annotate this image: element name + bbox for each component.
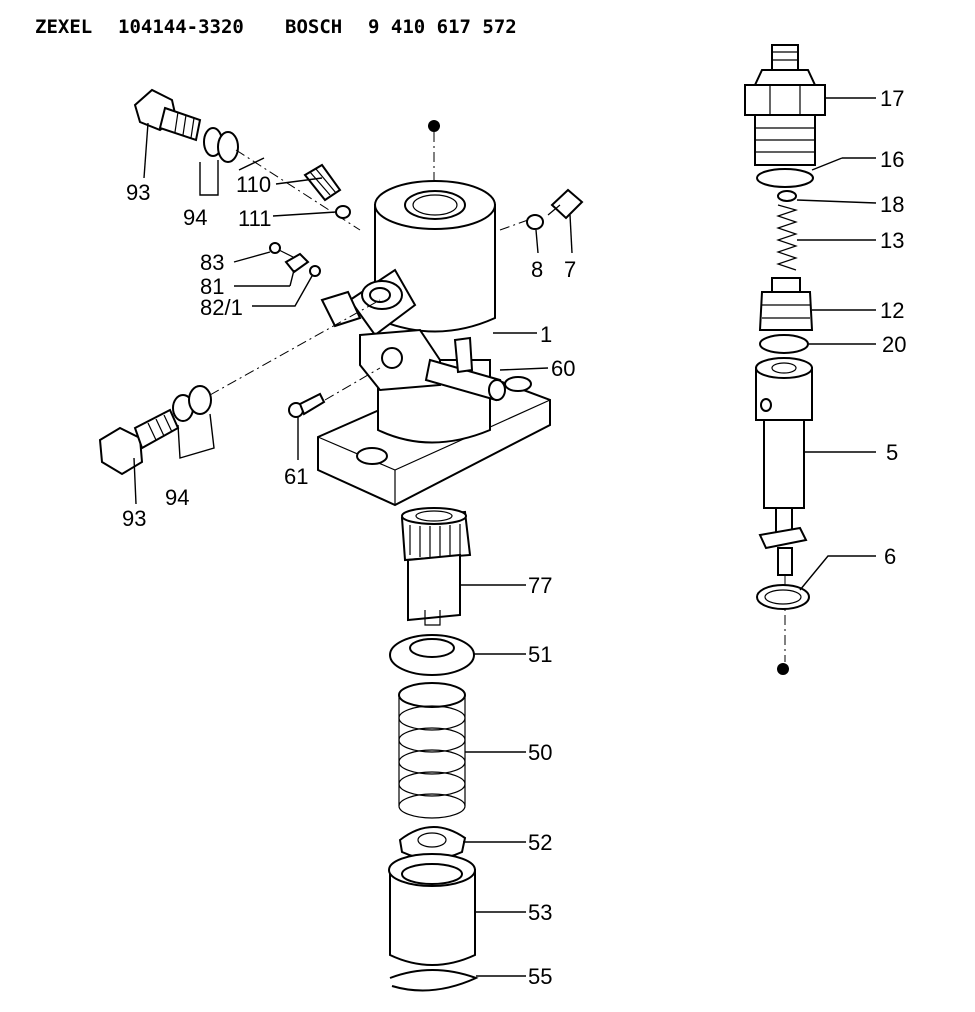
- stopper-18: [777, 190, 797, 202]
- screw-61: [288, 392, 326, 418]
- pump-body: [317, 180, 551, 507]
- callout-16: 16: [880, 147, 904, 172]
- washer-94-upper-b: [217, 131, 239, 163]
- header-part-number-zexel: 104144-3320: [118, 16, 244, 38]
- callout-111: 111: [238, 206, 271, 231]
- axis-marker-dot: [428, 120, 440, 132]
- callout-77: 77: [528, 573, 552, 598]
- callout-13: 13: [880, 228, 904, 253]
- spring-seat-51: [389, 634, 475, 676]
- callout-51: 51: [528, 642, 552, 667]
- snap-ring-55: [389, 969, 479, 992]
- callout-93-upper: 93: [126, 180, 150, 205]
- o-ring-20: [759, 334, 809, 354]
- banjo-bolt-93-upper: [133, 88, 202, 142]
- banjo-bolt-93-lower: [98, 408, 180, 476]
- callout-17: 17: [880, 86, 904, 111]
- callout-93-lower: 93: [122, 506, 146, 531]
- callout-6: 6: [884, 544, 896, 569]
- plunger-barrel-5: [755, 357, 813, 576]
- washer-6: [756, 584, 810, 610]
- gasket-16: [756, 168, 814, 188]
- leader-lines: [133, 97, 877, 977]
- callout-20: 20: [882, 332, 906, 357]
- header-part-number-bosch: 9 410 617 572: [368, 16, 517, 38]
- callout-7: 7: [564, 257, 576, 282]
- spring-13: [776, 204, 799, 271]
- callout-12: 12: [880, 298, 904, 323]
- callout-82-1: 82/1: [200, 295, 243, 320]
- axis-marker-dot: [777, 663, 789, 675]
- clip-81: [284, 252, 310, 274]
- washer-82: [309, 265, 321, 277]
- control-sleeve-77: [400, 507, 472, 626]
- callout-55: 55: [528, 964, 552, 989]
- spring-50: [398, 682, 466, 819]
- callout-81: 81: [200, 274, 224, 299]
- callout-94-upper: 94: [183, 205, 207, 230]
- callout-52: 52: [528, 830, 552, 855]
- callout-50: 50: [528, 740, 552, 765]
- screw-110: [303, 163, 342, 202]
- callout-83: 83: [200, 250, 224, 275]
- callout-110: 110: [236, 172, 271, 197]
- washer-94-lower-b: [188, 385, 212, 415]
- screw-7: [547, 188, 584, 220]
- tappet-53: [388, 853, 476, 966]
- screw-83: [269, 242, 296, 259]
- delivery-valve-holder-17: [744, 44, 826, 166]
- callout-61: 61: [284, 464, 308, 489]
- washer-8: [526, 214, 544, 230]
- callout-8: 8: [531, 257, 543, 282]
- callout-60: 60: [551, 356, 575, 381]
- callout-1: 1: [540, 322, 552, 347]
- callout-94-lower: 94: [165, 485, 189, 510]
- header-brand-bosch: BOSCH: [285, 16, 342, 38]
- delivery-valve-12: [758, 277, 814, 331]
- callout-53: 53: [528, 900, 552, 925]
- callout-18: 18: [880, 192, 904, 217]
- callout-5: 5: [886, 440, 898, 465]
- header-brand-zexel: ZEXEL: [35, 16, 92, 38]
